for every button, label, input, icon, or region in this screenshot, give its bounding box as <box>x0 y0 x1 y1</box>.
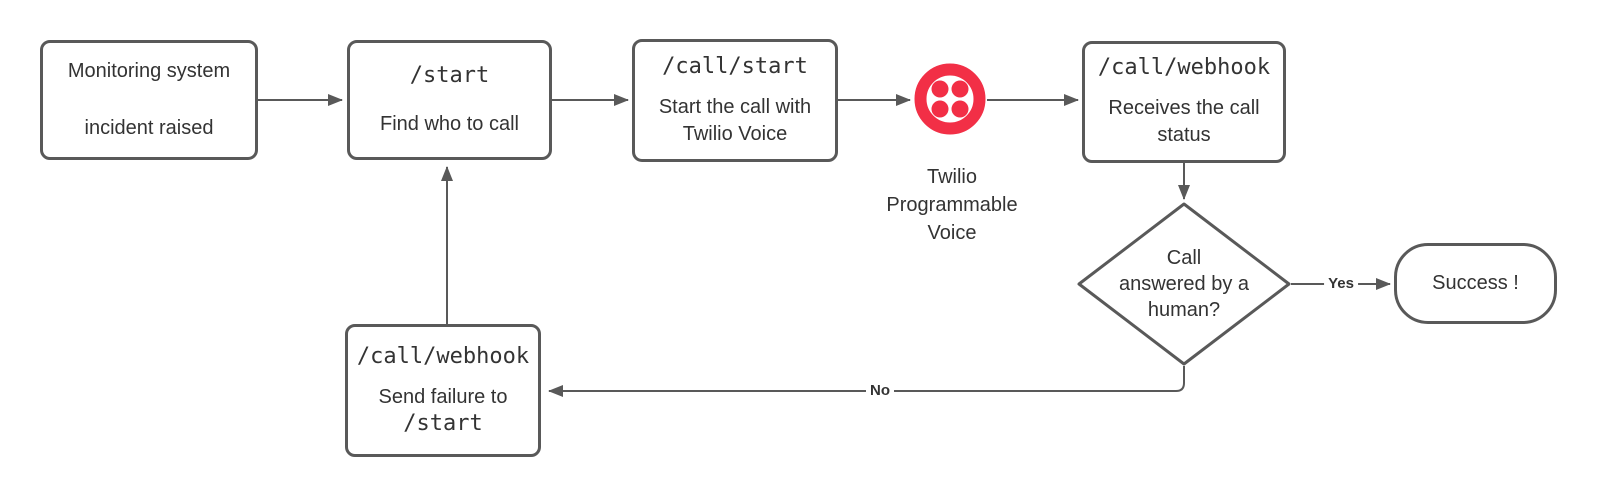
node-call-webhook-desc-line1: Receives the call <box>1108 97 1260 119</box>
twilio-caption: Twilio Programmable Voice <box>886 163 1017 247</box>
node-failure-endpoint: /call/webhook <box>356 344 530 369</box>
edge-label-yes: Yes <box>1324 275 1358 293</box>
node-start: /start Find who to call <box>347 40 552 160</box>
node-success: Success ! <box>1394 243 1557 324</box>
decision-line3: human? <box>1147 299 1221 321</box>
node-failure-desc-endpoint: /start <box>403 411 483 436</box>
node-call-webhook-desc-line2: status <box>1157 124 1211 146</box>
node-start-endpoint: /start <box>409 62 490 88</box>
node-start-description: Find who to call <box>380 112 519 135</box>
decision-diamond-label: Call answered by a human? <box>1099 245 1269 323</box>
decision-diamond-shape <box>1077 202 1291 366</box>
node-call-webhook-failure: /call/webhook Send failure to /start <box>345 324 541 457</box>
twilio-caption-line3: Voice <box>927 222 977 244</box>
node-call-start-endpoint: /call/start <box>662 53 808 79</box>
twilio-logo-dot <box>951 80 969 98</box>
edge-decision-no-to-failure <box>548 366 1185 397</box>
twilio-logo-dot <box>931 80 949 98</box>
node-monitoring-system: Monitoring system incident raised <box>40 40 258 160</box>
twilio-caption-line2: Programmable <box>886 194 1018 216</box>
decision-line2: answered by a <box>1118 273 1250 295</box>
twilio-logo-dot <box>931 100 949 118</box>
edge-label-no: No <box>866 382 894 400</box>
node-call-webhook-endpoint: /call/webhook <box>1097 55 1271 80</box>
node-monitoring-line1: Monitoring system <box>67 60 231 82</box>
twilio-logo-icon <box>914 63 986 135</box>
node-success-label: Success ! <box>1432 272 1519 294</box>
node-call-start-desc-line1: Start the call with <box>658 95 812 118</box>
twilio-logo-ring <box>914 63 986 135</box>
twilio-caption-line1: Twilio <box>926 166 978 188</box>
node-failure-description: Send failure to /start <box>379 384 508 437</box>
node-failure-desc-line1: Send failure to <box>378 386 508 408</box>
node-monitoring-line2: incident raised <box>84 117 214 139</box>
node-call-start: /call/start Start the call with Twilio V… <box>632 39 838 162</box>
node-call-start-desc-line2: Twilio Voice <box>682 122 788 145</box>
node-call-webhook-status: /call/webhook Receives the call status <box>1082 41 1286 163</box>
node-call-webhook-description: Receives the call status <box>1108 95 1259 149</box>
twilio-logo-dot <box>951 100 969 118</box>
decision-line1: Call <box>1166 247 1202 269</box>
node-call-start-description: Start the call with Twilio Voice <box>659 94 811 148</box>
